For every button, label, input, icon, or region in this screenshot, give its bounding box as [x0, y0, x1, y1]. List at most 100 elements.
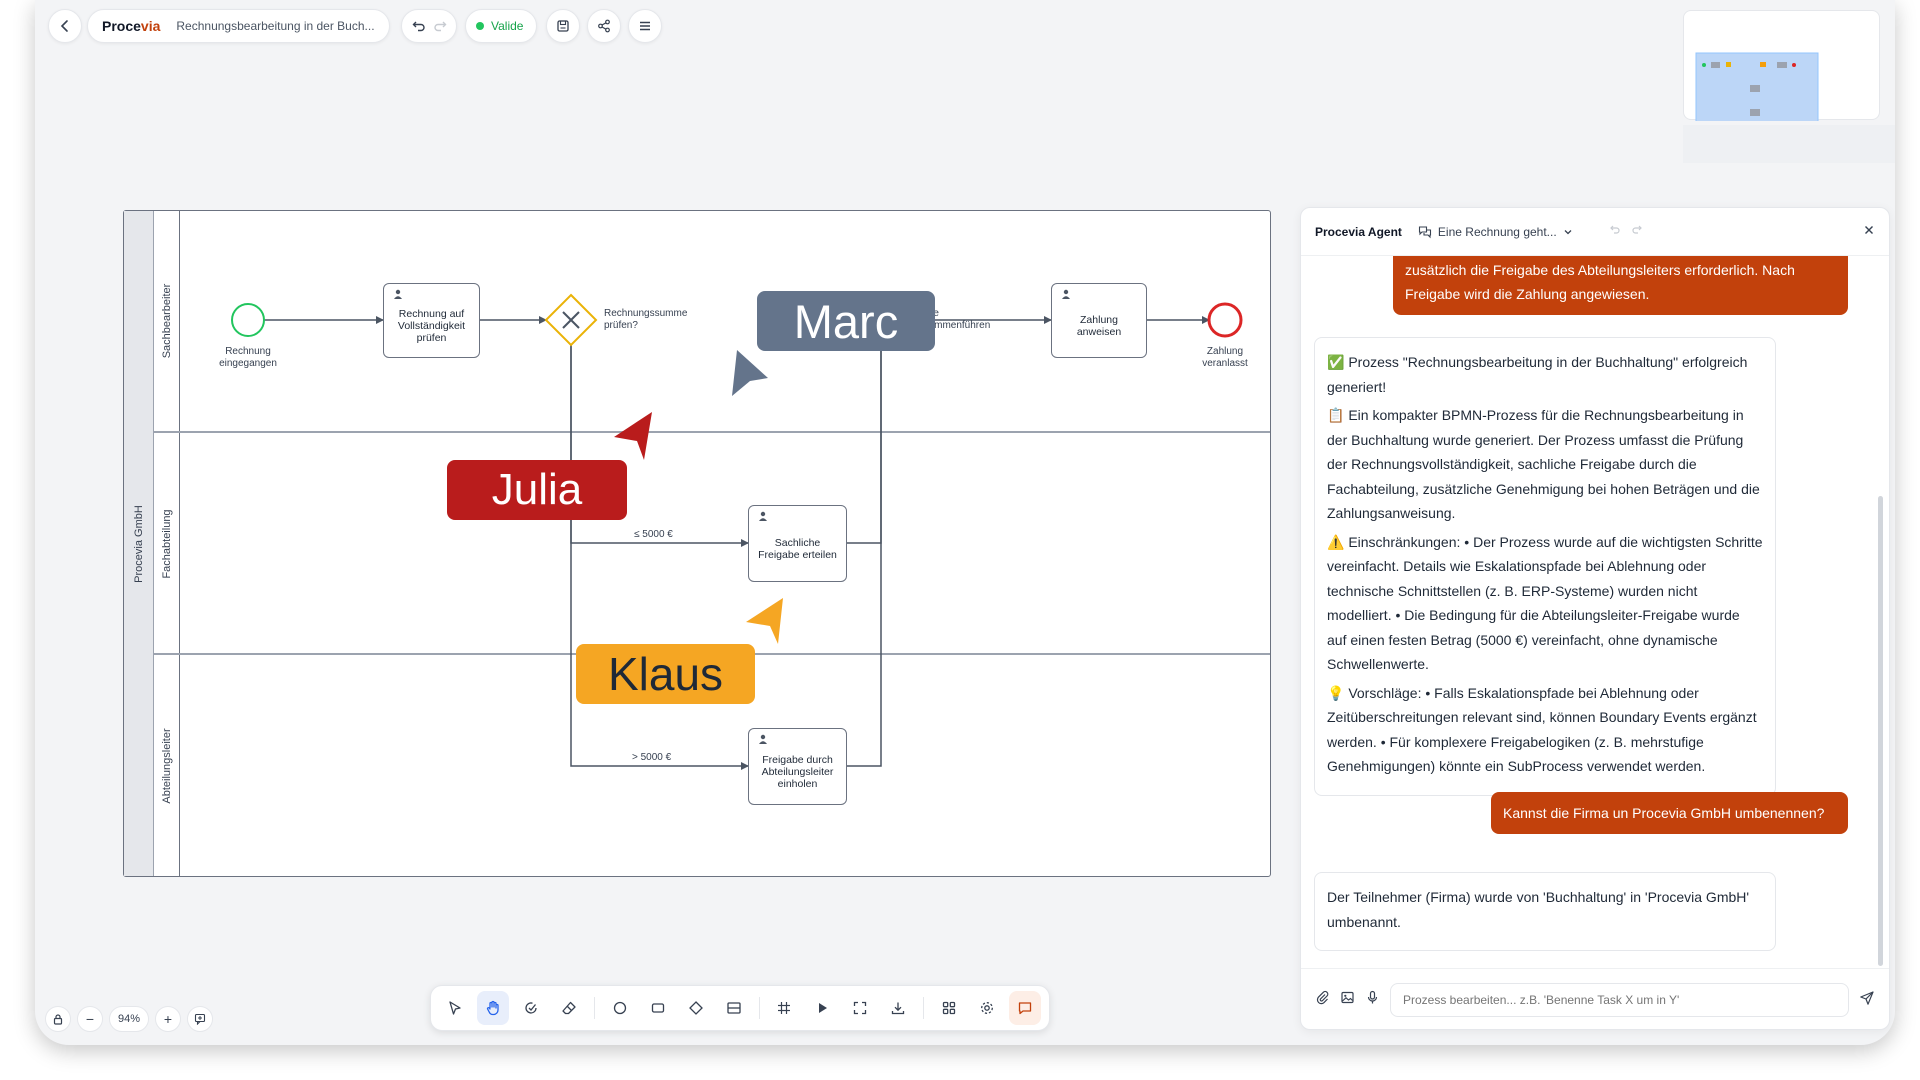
user-message: Kannst die Firma un Procevia GmbH umbene…	[1491, 792, 1848, 834]
task-pay[interactable]: Zahlung anweisen	[1051, 283, 1147, 358]
close-agent-button[interactable]	[1863, 223, 1875, 241]
attach-button[interactable]	[1315, 990, 1330, 1010]
menu-button[interactable]	[628, 9, 662, 43]
save-button[interactable]	[546, 9, 580, 43]
zoom-in-button[interactable]: +	[155, 1006, 181, 1032]
lane-tool[interactable]	[718, 991, 750, 1025]
tool-palette	[430, 985, 1050, 1031]
task-approve-manager-label: Freigabe durch Abteilungsleiter einholen	[761, 753, 834, 790]
task-tool[interactable]	[642, 991, 674, 1025]
task-check[interactable]: Rechnung auf Vollständigkeit prüfen	[383, 283, 480, 358]
app-window: Procevia Rechnungsbearbeitung in der Buc…	[35, 0, 1895, 1045]
chat-scrollbar[interactable]	[1878, 496, 1883, 966]
eraser-tool[interactable]	[553, 991, 585, 1025]
toolbar-divider	[923, 997, 925, 1019]
chat-bubbles-icon	[1418, 225, 1431, 238]
document-title[interactable]: Rechnungsbearbeitung in der Buch...	[176, 19, 375, 33]
gateway-tool[interactable]	[680, 991, 712, 1025]
chat-redo-button[interactable]	[1631, 223, 1643, 241]
start-event	[231, 303, 265, 337]
menu-icon	[640, 21, 650, 31]
flow-label-high: > 5000 €	[632, 752, 672, 763]
task-check-label: Rechnung auf Vollständigkeit prüfen	[397, 307, 466, 344]
user-task-icon	[394, 289, 402, 299]
chat-undo-button[interactable]	[1609, 223, 1621, 241]
zoom-level[interactable]: 94%	[109, 1006, 149, 1032]
simulate-button[interactable]	[806, 991, 838, 1025]
select-icon	[449, 1001, 461, 1015]
redo-button[interactable]	[433, 19, 447, 33]
assistant-message: ✅ Prozess "Rechnungsbearbeitung in der B…	[1314, 337, 1776, 796]
lasso-icon	[525, 1002, 537, 1014]
bpmn-pool[interactable]: Procevia GmbH Sachbearbeiter Fachabteilu…	[123, 210, 1271, 877]
task-pay-label: Zahlung anweisen	[1076, 313, 1122, 338]
voice-button[interactable]	[1365, 990, 1380, 1010]
conversation-title: Eine Rechnung geht...	[1437, 224, 1557, 239]
chevron-down-icon	[1564, 229, 1572, 234]
grid-toggle[interactable]	[769, 991, 801, 1025]
zoom-out-button[interactable]: −	[77, 1006, 103, 1032]
event-tool[interactable]	[604, 991, 636, 1025]
grid-icon	[778, 1002, 791, 1014]
undo-button[interactable]	[412, 19, 426, 33]
cursor-arrow-marc-icon	[732, 350, 768, 396]
comment-icon	[1018, 1002, 1032, 1015]
download-button[interactable]	[882, 991, 914, 1025]
diamond-icon	[688, 1001, 703, 1015]
close-icon	[1865, 225, 1873, 234]
assistant-paragraph: Der Teilnehmer (Firma) wurde von 'Buchha…	[1327, 889, 1750, 930]
end-event-label: Zahlung veranlasst	[1202, 346, 1248, 369]
redo-icon	[433, 21, 446, 32]
validation-status[interactable]: Valide	[465, 9, 537, 43]
chat-input[interactable]	[1390, 983, 1849, 1017]
minimap[interactable]	[1683, 10, 1880, 126]
save-icon	[557, 20, 569, 32]
undo-redo-group	[401, 9, 457, 43]
assistant-paragraph: ✅ Prozess "Rechnungsbearbeitung in der B…	[1327, 354, 1748, 395]
agent-chat-toggle[interactable]	[1009, 991, 1042, 1025]
select-tool[interactable]	[439, 991, 471, 1025]
lasso-tool[interactable]	[515, 991, 547, 1025]
pool-header[interactable]: Procevia GmbH Sachbearbeiter Fachabteilu…	[124, 211, 180, 876]
document-pill[interactable]: Procevia Rechnungsbearbeitung in der Buc…	[87, 9, 390, 43]
toolbar-divider	[758, 997, 760, 1019]
microphone-icon	[1367, 990, 1378, 1004]
image-icon	[1341, 991, 1354, 1004]
lock-button[interactable]	[45, 1006, 71, 1032]
user-task-icon	[759, 734, 767, 744]
send-button[interactable]	[1859, 990, 1875, 1011]
share-button[interactable]	[587, 9, 621, 43]
apps-icon	[943, 1001, 956, 1015]
undo-icon	[412, 21, 425, 32]
minimap-preview	[1695, 52, 1819, 126]
user-task-icon	[1062, 289, 1070, 299]
chat-messages[interactable]: zusätzlich die Freigabe des Abteilungsle…	[1301, 256, 1889, 968]
fit-view-button[interactable]	[844, 991, 876, 1025]
collaborator-tag-klaus: Klaus	[576, 644, 755, 704]
apps-button[interactable]	[933, 991, 965, 1025]
back-button[interactable]	[48, 9, 82, 43]
task-approve-manager[interactable]: Freigabe durch Abteilungsleiter einholen	[748, 728, 847, 805]
gateway-split-label: Rechnungssumme prüfen?	[604, 308, 688, 331]
paperclip-icon	[1316, 990, 1329, 1005]
cursor-arrow-julia-icon	[614, 412, 652, 460]
circle-icon	[613, 1001, 626, 1015]
comment-plus-icon	[194, 1013, 206, 1025]
gateway-split	[544, 293, 598, 347]
user-message: zusätzlich die Freigabe des Abteilungsle…	[1393, 256, 1848, 315]
hand-icon	[486, 1000, 499, 1016]
status-text: Valide	[491, 19, 524, 33]
flow-label-low: ≤ 5000 €	[634, 529, 673, 540]
comments-toggle-button[interactable]	[187, 1006, 213, 1032]
image-button[interactable]	[1340, 990, 1355, 1010]
assistant-paragraph: 💡 Vorschläge: • Falls Eskalationspfade b…	[1327, 684, 1757, 775]
brand-logo: Procevia	[102, 18, 161, 34]
rectangle-icon	[651, 1003, 664, 1013]
collaborator-tag-julia: Julia	[447, 460, 627, 520]
conversation-selector[interactable]: Eine Rechnung geht...	[1418, 225, 1573, 239]
redo-icon	[1632, 225, 1642, 234]
hand-tool[interactable]	[476, 991, 509, 1025]
minimap-footer	[1683, 125, 1895, 163]
task-approve-factual[interactable]: Sachliche Freigabe erteilen	[748, 505, 847, 582]
settings-button[interactable]	[971, 991, 1003, 1025]
